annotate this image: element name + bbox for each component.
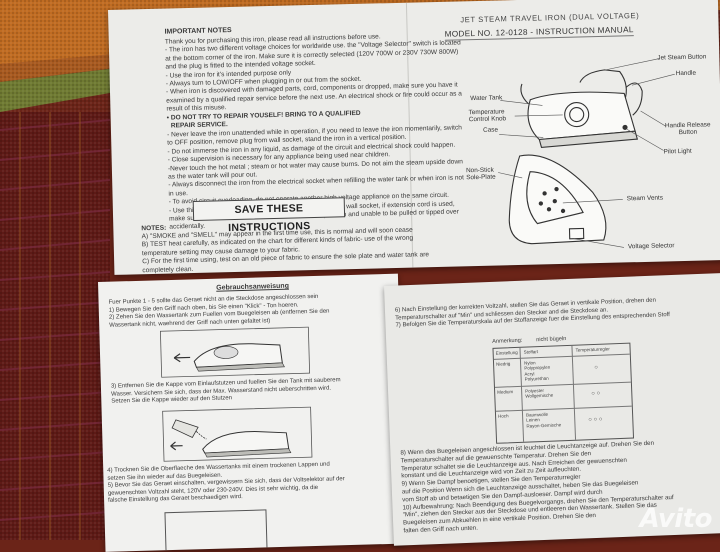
label-handle: Handle xyxy=(675,69,697,78)
table-row-high-setting: Hoch xyxy=(497,413,509,419)
instruction-sheet-english: IMPORTANT NOTES Thank you for purchasing… xyxy=(108,0,720,275)
table-header-setting: Einstellung xyxy=(495,349,518,356)
label-pilot-light: Pilot Light xyxy=(663,147,692,156)
save-instructions-box: SAVE THESE INSTRUCTIONS xyxy=(192,197,346,234)
table-header-fabric: Stoffart xyxy=(523,349,539,355)
table-row-medium-fabric: Polyester Wollgemische xyxy=(525,387,554,400)
label-steam-vents: Steam Vents xyxy=(626,194,664,203)
table-row-low-dots: ○ xyxy=(594,364,599,371)
table-row-high-dots: ○ ○ ○ xyxy=(588,416,603,424)
table-row-low-fabric: Nylon Polypropylen Acryl Polyurethan xyxy=(523,360,551,382)
german-title: Gebrauchsanweisung xyxy=(216,282,290,292)
table-row-low-setting: Niedrig xyxy=(495,361,511,367)
table-caption: Anmerkung: xyxy=(492,337,523,345)
table-not-iron-note: nicht bügeln xyxy=(536,336,567,344)
iron-sole-view xyxy=(508,154,607,245)
table-row-medium-dots: ○ ○ xyxy=(591,390,601,398)
table-row-medium-setting: Medium xyxy=(497,389,514,395)
label-jet-steam-button: Jet Steam Button xyxy=(657,53,707,62)
german-step45-text: 4) Trocknen Sie die Oberflaeche des Wass… xyxy=(107,461,345,505)
illustration-remove-tank xyxy=(159,326,311,378)
german-step6-7-text: 6) Nach Einstellung der korrekten Voltza… xyxy=(394,297,670,329)
label-water-tank: Water Tank xyxy=(470,94,503,103)
iron-side-view xyxy=(520,69,643,149)
temperature-table: Einstellung Stoffart Temperaturregler Ni… xyxy=(492,342,635,444)
label-non-stick-sole-plate: Non-Stick Sole-Plate xyxy=(465,166,496,182)
label-voltage-selector: Voltage Selector xyxy=(627,242,675,251)
iron-diagram xyxy=(498,58,675,248)
label-handle-release-button: Handle Release Button xyxy=(664,121,711,137)
label-case: Case xyxy=(482,126,499,134)
table-header-temperature: Temperaturregler xyxy=(575,346,610,353)
important-notes-title: IMPORTANT NOTES xyxy=(164,26,232,36)
german-step8-10-text: 8) Wenn das Buegeleisen angeschlossen is… xyxy=(400,439,674,535)
illustration-voltage-box xyxy=(164,509,268,552)
instruction-sheet-german-left: Gebrauchsanweisung Fuer Punkte 1 - 5 sol… xyxy=(98,273,406,552)
german-intro-text: Fuer Punkte 1 - 5 sollte das Geraet nich… xyxy=(108,293,330,329)
illustration-fill-tank xyxy=(162,406,313,462)
product-title: JET STEAM TRAVEL IRON (DUAL VOLTAGE) xyxy=(460,11,640,25)
table-row-high-fabric: Baumwolle Leinen Rayon-Gemische xyxy=(525,411,562,429)
model-number-line: MODEL NO. 12-0128 - INSTRUCTION MANUAL xyxy=(444,25,634,41)
german-step3-text: 3) Entfernen Sie die Kappe vom Einlaufst… xyxy=(110,377,341,405)
avito-watermark: Avito xyxy=(639,504,713,534)
label-temperature-control-knob: Temperature Control Knob xyxy=(468,108,507,124)
notes-items: A) "SMOKE and "SMELL" may appear in the … xyxy=(141,226,430,274)
